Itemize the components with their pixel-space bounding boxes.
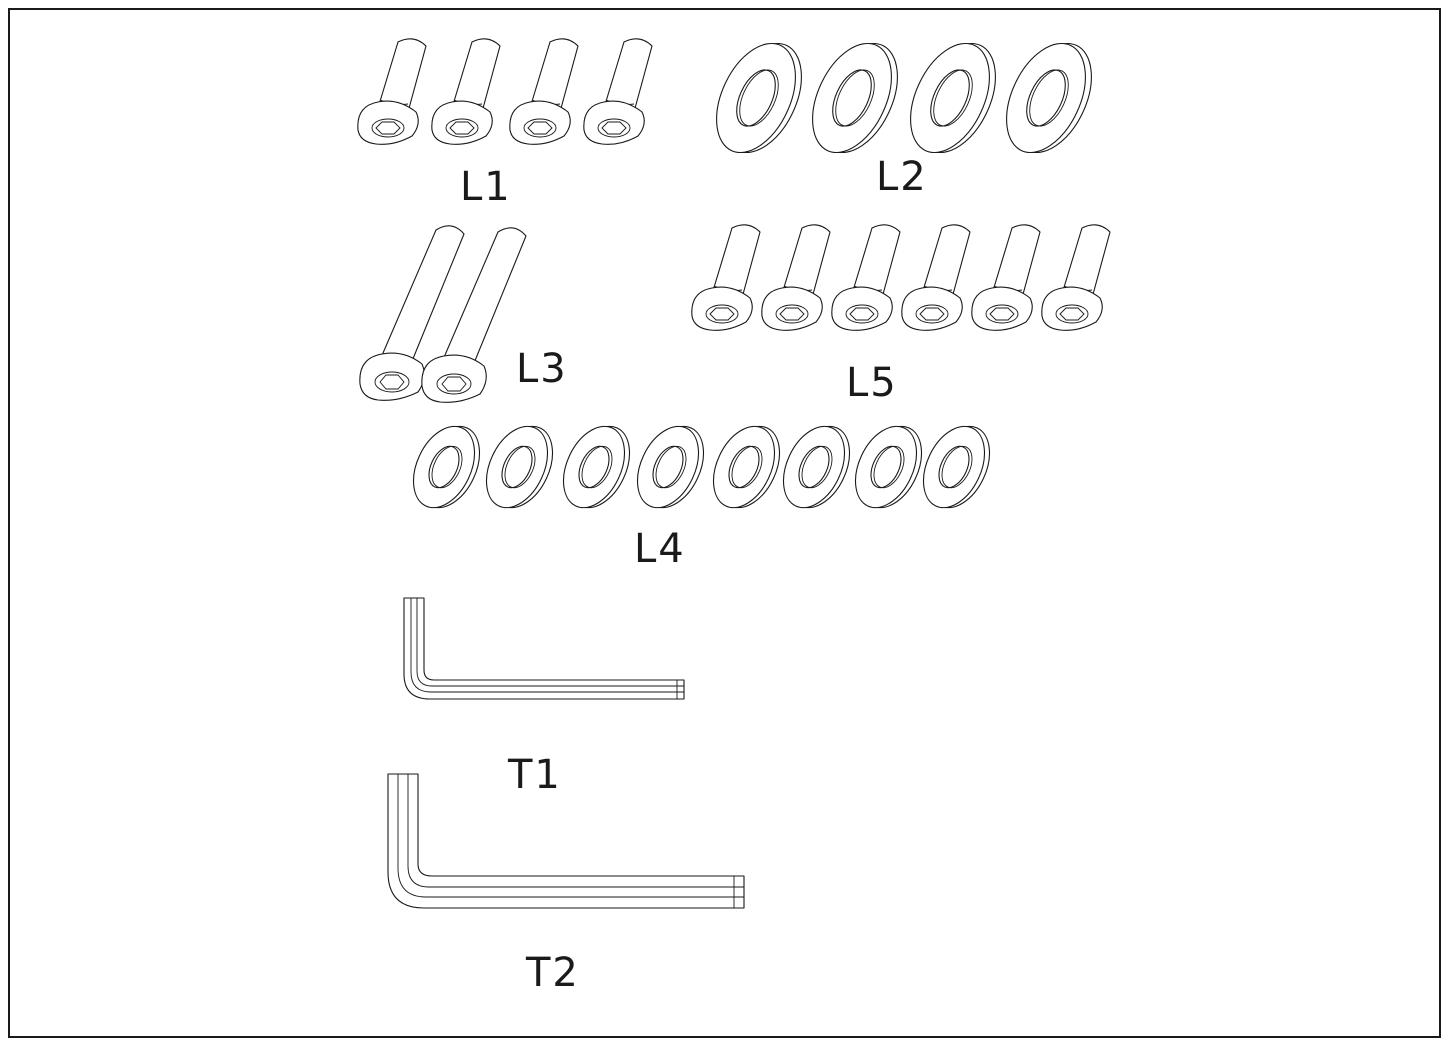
bolt-icon: [583, 38, 653, 145]
l5-bolts: [691, 224, 1111, 331]
washer-icon: [842, 416, 935, 518]
t1-allen-key-icon: [403, 597, 685, 700]
washer-icon: [990, 30, 1108, 166]
bolt-icon: [971, 224, 1041, 331]
washer-icon: [473, 416, 566, 518]
l1-bolts: [357, 38, 653, 145]
washer-icon: [770, 416, 863, 518]
label-l1: L1: [460, 164, 512, 210]
washer-icon: [700, 416, 793, 518]
washer-icon: [894, 30, 1012, 166]
label-l2: L2: [876, 154, 928, 200]
washer-icon: [910, 416, 1003, 518]
bolt-icon: [831, 224, 901, 331]
label-t1: T1: [507, 752, 562, 798]
l3-bolts: [359, 225, 527, 403]
bolt-icon: [761, 224, 831, 331]
t2-allen-key-icon: [387, 773, 745, 909]
washer-icon: [624, 416, 717, 518]
label-l4: L4: [634, 526, 686, 572]
l4-washers: [400, 416, 1003, 518]
washer-icon: [400, 416, 493, 518]
label-l5: L5: [846, 360, 898, 406]
label-l3: L3: [516, 346, 568, 392]
washer-icon: [700, 30, 818, 166]
washer-icon: [550, 416, 643, 518]
bolt-icon: [509, 38, 579, 145]
bolt-icon: [901, 224, 971, 331]
l2-washers: [700, 30, 1108, 166]
bolt-icon: [1041, 224, 1111, 331]
bolt-icon: [357, 38, 427, 145]
label-t2: T2: [525, 950, 580, 996]
washer-icon: [796, 30, 914, 166]
bolt-icon: [431, 38, 501, 145]
bolt-icon: [691, 224, 761, 331]
